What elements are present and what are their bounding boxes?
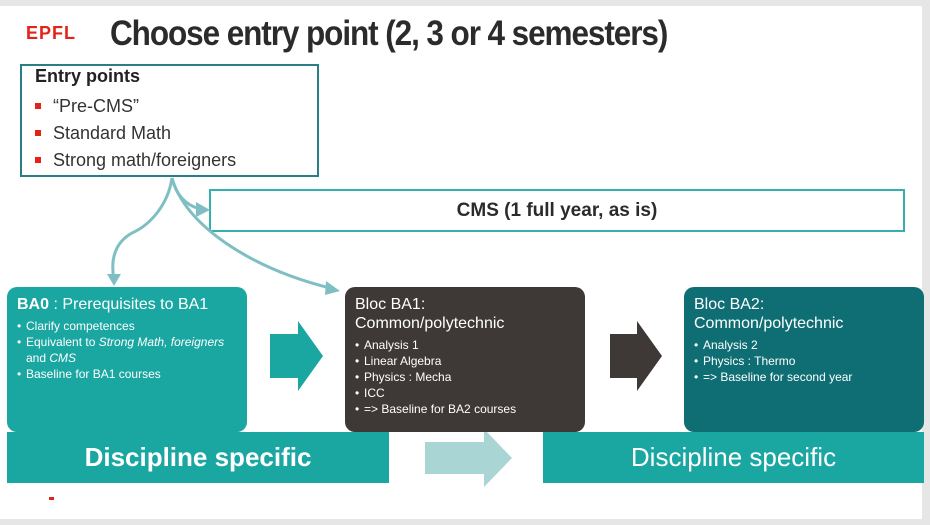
ba1-block: Bloc BA1:Common/polytechnic Analysis 1 L… [345,287,585,432]
list-item: Clarify competences [17,318,237,334]
list-item: ICC [355,385,575,401]
entry-point-item: Standard Math [35,119,236,146]
connector-to-ba0 [111,177,174,281]
window-frame-bottom [0,519,930,525]
entry-points-list: “Pre-CMS” Standard Math Strong math/fore… [35,92,236,173]
arrow-ba1-to-ba2-icon [610,321,662,391]
window-frame-right [922,0,930,525]
ba0-list: Clarify competences Equivalent to Strong… [17,318,237,382]
bullet-icon [35,156,41,163]
ba1-list: Analysis 1 Linear Algebra Physics : Mech… [355,337,575,417]
entry-point-item: “Pre-CMS” [35,92,236,119]
connector-to-ba1 [170,177,331,290]
list-item: Physics : Thermo [694,353,914,369]
list-item: => Baseline for second year [694,369,914,385]
arrowhead-ba0-icon [107,274,121,286]
entry-points-box: Entry points “Pre-CMS” Standard Math Str… [20,64,319,177]
list-item: Analysis 1 [355,337,575,353]
epfl-logo: EPFL [26,23,77,43]
arrowhead-ba1-icon [325,281,340,295]
list-item: => Baseline for BA2 courses [355,401,575,417]
list-item: Physics : Mecha [355,369,575,385]
bullet-icon [35,129,41,136]
entry-points-heading: Entry points [35,66,141,86]
entry-point-label: “Pre-CMS” [53,95,139,116]
arrow-discipline-icon [425,429,512,487]
list-item: Linear Algebra [355,353,575,369]
ba2-title: Bloc BA2:Common/polytechnic [694,296,844,332]
ba2-list: Analysis 2 Physics : Thermo => Baseline … [694,337,914,385]
list-item: Equivalent to Strong Math, foreigners an… [17,334,237,366]
list-item: Analysis 2 [694,337,914,353]
slide-footer-mark [49,497,54,500]
slide-title: Choose entry point (2, 3 or 4 semesters) [110,14,668,53]
bullet-icon [35,102,41,109]
cms-box: CMS (1 full year, as is) [209,189,905,232]
entry-point-label: Standard Math [53,122,172,143]
ba0-title: BA0 : Prerequisites to BA1 [17,296,209,313]
arrowhead-cms-icon [196,202,210,217]
ba2-block: Bloc BA2:Common/polytechnic Analysis 2 P… [684,287,924,432]
ba1-title: Bloc BA1:Common/polytechnic [355,296,505,332]
ba0-block: BA0 : Prerequisites to BA1 Clarify compe… [7,287,247,432]
window-frame-top [0,0,930,6]
arrow-ba0-to-ba1-icon [270,321,323,391]
entry-point-label: Strong math/foreigners [53,149,237,170]
entry-point-item: Strong math/foreigners [35,146,236,173]
list-item: Baseline for BA1 courses [17,366,237,382]
discipline-specific-right: Discipline specific [543,432,924,483]
discipline-specific-left: Discipline specific [7,432,389,483]
